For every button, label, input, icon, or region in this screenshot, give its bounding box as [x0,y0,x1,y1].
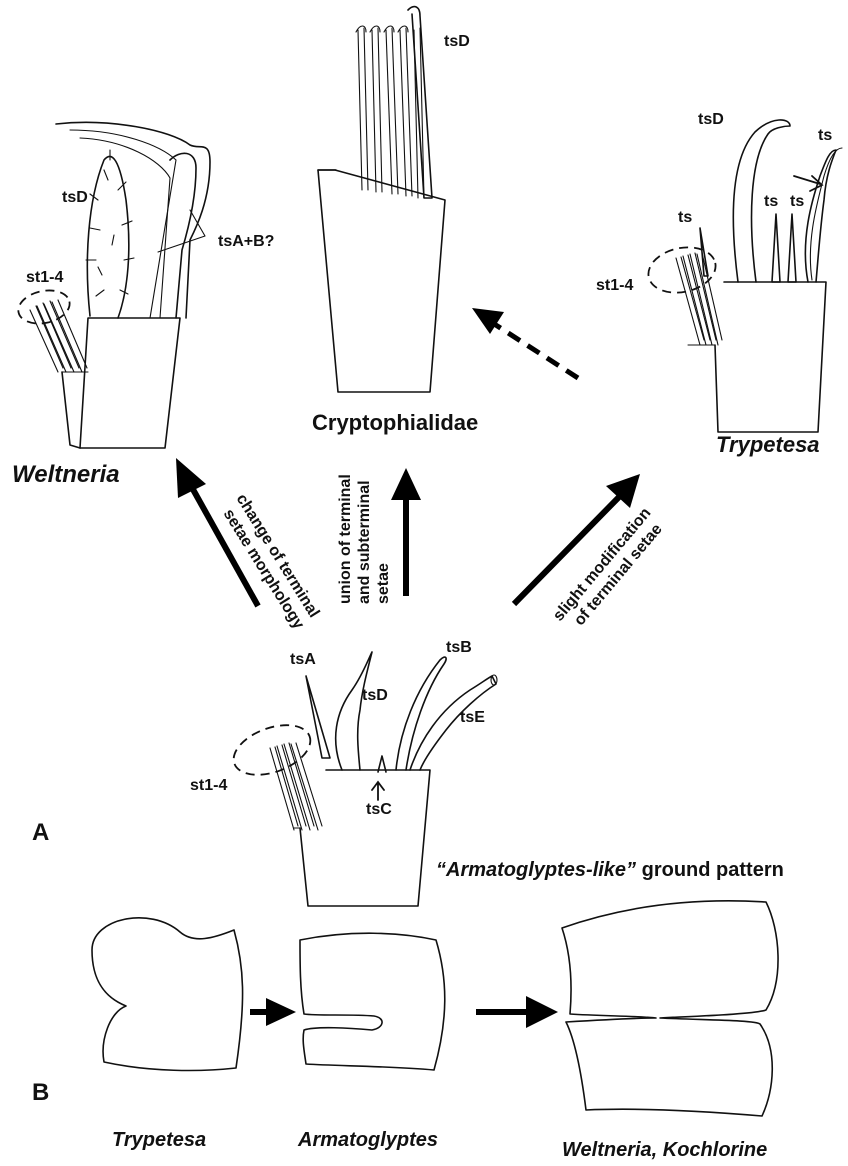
arrow-mid-caption: union of terminal and subterminal setae [337,474,392,604]
crypto-tsD-label: tsD [444,33,470,50]
b-weltneria-shape [562,901,778,1116]
weltneria-body [80,318,180,448]
b-trypetesa-label: Trypetesa [112,1129,206,1151]
weltneria-st-label: st1-4 [26,269,63,286]
ground-tsE-label: tsE [460,709,485,726]
crypto-setae [356,7,432,198]
ground-tsA-label: tsA [290,651,316,668]
weltneria-title: Weltneria [12,461,120,488]
ground-tsB-label: tsB [446,639,472,656]
cryptophialidae-drawing [318,7,445,392]
weltneria-tsD-label: tsD [62,189,88,206]
ground-caption: “Armatoglyptes-like” ground pattern [436,859,784,881]
panel-b-shapes [92,901,778,1116]
arrow-right-caption: slight modification of terminal setae [550,505,669,637]
trypetesa-tsD [733,120,790,282]
trypetesa-drawing [644,120,842,432]
crypto-title: Cryptophialidae [312,410,478,435]
b-trypetesa-shape [92,918,243,1071]
weltneria-tsD [87,156,128,318]
trypetesa-title: Trypetesa [716,432,820,457]
b-arrow-2 [476,996,558,1028]
arrow-mid-caption-line1: union of terminal [337,474,354,604]
trypetesa-tsD-label: tsD [698,111,724,128]
ground-caption-rest: ground pattern [636,859,784,881]
weltneria-inner-line [70,130,176,318]
crypto-body [318,170,445,392]
ground-tsB [396,657,446,770]
trypetesa-ts-right-inner [810,148,842,280]
b-armatoglyptes-label: Armatoglyptes [297,1129,438,1151]
trypetesa-ts-mid2 [788,214,796,282]
arrow-mid-caption-line2: and subterminal [356,480,373,604]
trypetesa-st-label: st1-4 [596,277,633,294]
ground-tsD-label: tsD [362,687,388,704]
trypetesa-st-ellipse [644,241,720,298]
panel-label-B: B [32,1079,49,1106]
b-arrow-1 [250,998,296,1026]
trypetesa-ts-left-label: ts [678,209,692,226]
trypetesa-ts-mid2-label: ts [790,193,804,210]
trypetesa-ts-mid1 [772,214,780,282]
trypetesa-ts-mid1-label: ts [764,193,778,210]
arrow-mid-caption-line3: setae [375,563,392,604]
ground-st-label: st1-4 [190,777,227,794]
weltneria-tsAB-label: tsA+B? [218,233,274,250]
trypetesa-ts-right-label: ts [818,127,832,144]
b-armatoglyptes-shape [300,933,445,1070]
ground-tsC-label: tsC [366,801,392,818]
ground-tsD [336,652,372,770]
ground-tsA [306,676,330,758]
arrow-to-crypto [391,468,421,596]
arrow-dashed-trypetesa-to-crypto [472,308,578,378]
ground-st-ellipse [227,716,317,785]
b-weltneria-label: Weltneria, Kochlorine [562,1139,767,1161]
panel-label-A: A [32,819,49,846]
ground-tsC-pointer [372,782,384,800]
weltneria-upper-lobe [56,122,210,318]
trypetesa-ts-left [700,228,708,276]
trypetesa-body [715,282,826,432]
ground-caption-italic: “Armatoglyptes-like” [436,859,636,881]
weltneria-body-left [62,372,80,448]
ground-body [300,770,430,906]
ground-st-setae [270,743,322,830]
weltneria-st-setae [30,300,87,372]
